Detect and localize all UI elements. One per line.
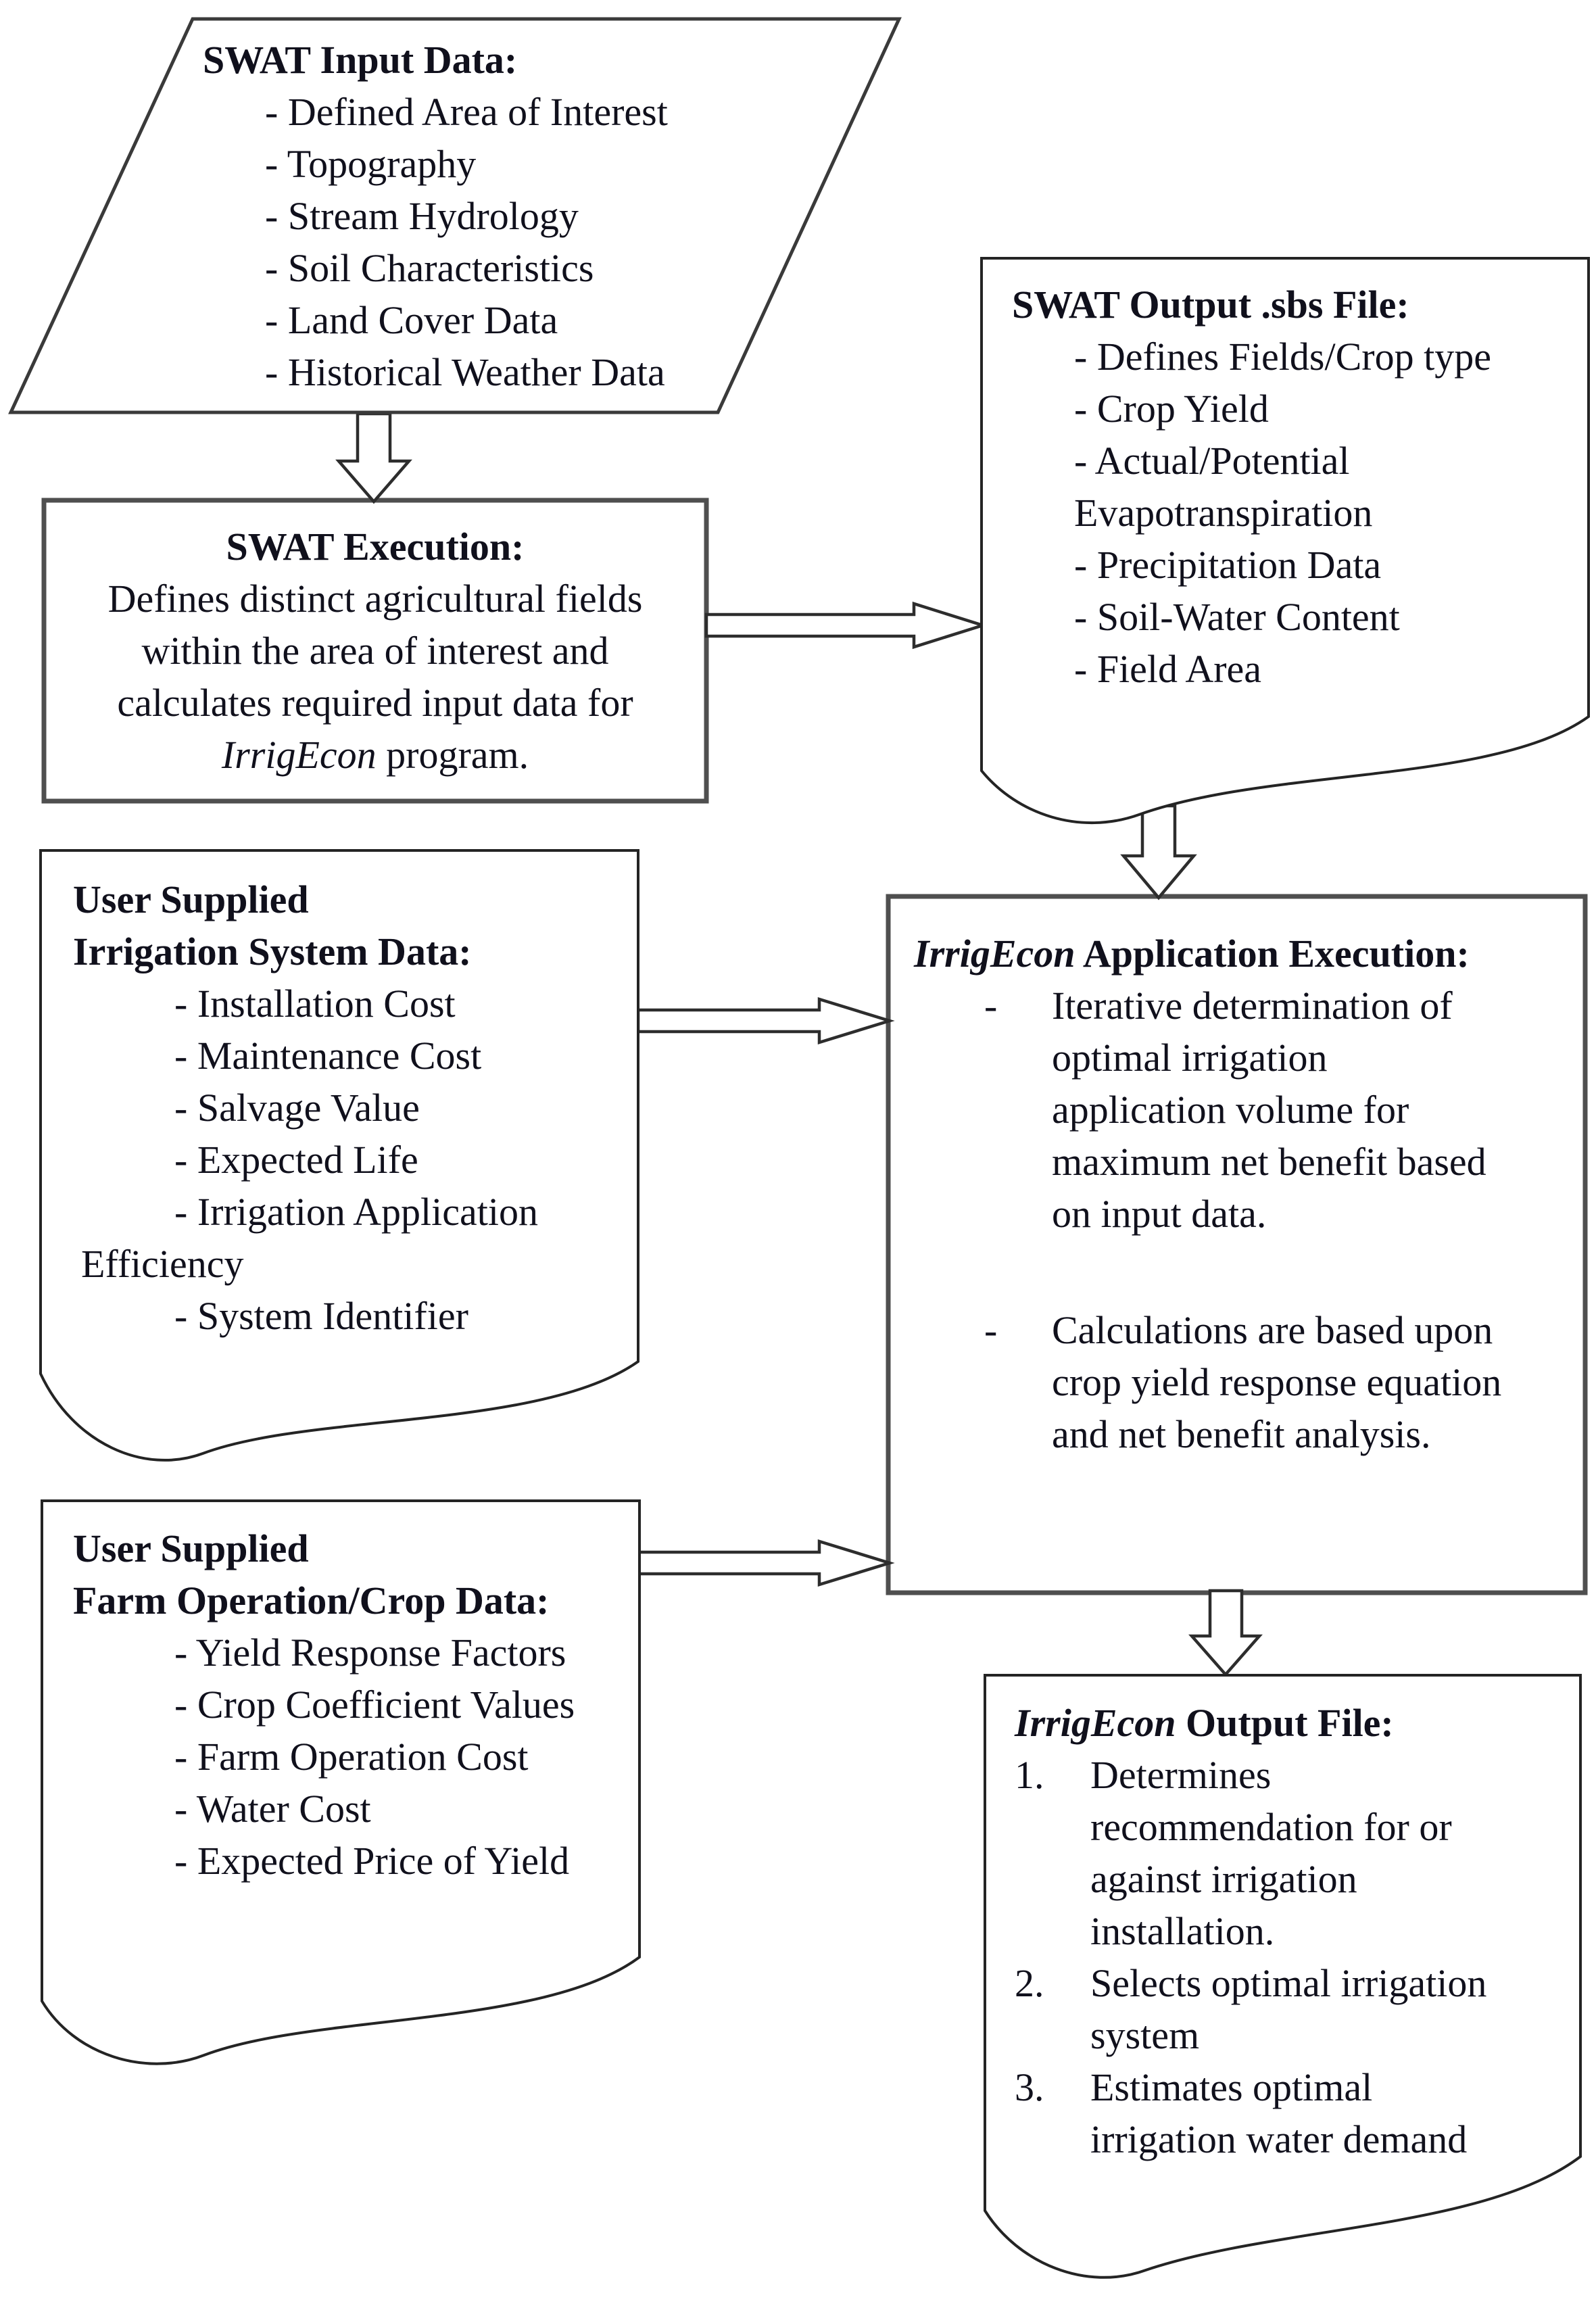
arrow-right-irrigationdata-to-irrigecon-icon: [636, 996, 895, 1045]
list-item: - Irrigation Application: [174, 1190, 538, 1234]
box-title: SWAT Execution:: [226, 525, 525, 569]
numbered-item: 1. Determines recommendation for or agai…: [1015, 1749, 1562, 1957]
list-item: - Actual/Potential: [1074, 439, 1350, 483]
swat-output-document: [980, 257, 1590, 824]
item-line: Estimates optimal: [1090, 2065, 1373, 2109]
swat-input-block: SWAT Input Data: - Defined Area of Inter…: [203, 34, 865, 398]
bullet-item: - Calculations are based upon crop yield…: [914, 1304, 1570, 1460]
list-item: - Maintenance Cost: [174, 1034, 482, 1078]
list-item: - Installation Cost: [174, 982, 456, 1026]
list-item: - Expected Price of Yield: [174, 1839, 570, 1883]
body-line: IrrigEcon program.: [47, 729, 703, 781]
list-item-continuation: Efficiency: [81, 1242, 244, 1286]
item-number: 3.: [1015, 2065, 1044, 2109]
list-item: - Historical Weather Data: [265, 350, 665, 394]
item-line: system: [1090, 2013, 1200, 2057]
list-item: - Soil Characteristics: [265, 246, 594, 290]
box-title: IrrigEcon Output File:: [1015, 1697, 1562, 1749]
body-line-rest: program.: [376, 733, 529, 777]
list-item-continuation: Evapotranspiration: [1074, 491, 1373, 535]
body-line: calculates required input data for: [117, 681, 633, 725]
bullet-line: application volume for: [1052, 1088, 1409, 1132]
list-item: - Salvage Value: [174, 1086, 420, 1130]
list-item: - Crop Coefficient Values: [174, 1683, 575, 1727]
item-line: against irrigation: [1090, 1857, 1357, 1901]
box-title: IrrigEcon Application Execution:: [914, 928, 1570, 980]
item-line: installation.: [1090, 1909, 1275, 1953]
list-item: - Precipitation Data: [1074, 543, 1382, 587]
list-item: - Land Cover Data: [265, 298, 558, 342]
arrow-right-farmdata-to-irrigecon-icon: [635, 1539, 895, 1587]
farm-data-document: [41, 1499, 641, 2065]
bullet-line: on input data.: [1052, 1192, 1267, 1236]
list-item: - Expected Life: [174, 1138, 418, 1182]
box-title: User Supplied: [73, 877, 309, 921]
swat-execution-box: [41, 498, 709, 804]
irrigation-data-block: User Supplied Irrigation System Data: - …: [73, 873, 627, 1342]
item-line: Determines: [1090, 1753, 1272, 1797]
item-line: Selects optimal irrigation: [1090, 1961, 1487, 2005]
body-line: within the area of interest and: [141, 629, 609, 673]
irrigecon-execution-block: IrrigEcon Application Execution: - Itera…: [914, 928, 1570, 1460]
list-item: - System Identifier: [174, 1294, 468, 1338]
irrigation-data-document: [39, 849, 639, 1462]
box-title: SWAT Output .sbs File:: [1012, 283, 1409, 327]
numbered-item: 3. Estimates optimal irrigation water de…: [1015, 2061, 1562, 2165]
program-name: IrrigEcon: [221, 733, 377, 777]
bullet-line: crop yield response equation: [1052, 1360, 1502, 1404]
irrigecon-output-block: IrrigEcon Output File: 1. Determines rec…: [1015, 1697, 1562, 2165]
program-name: IrrigEcon: [1015, 1701, 1176, 1745]
arrow-right-execution-to-output-icon: [704, 601, 988, 650]
irrigecon-output-document: [984, 1674, 1582, 2279]
irrigecon-execution-box: [886, 894, 1588, 1595]
list-item: - Farm Operation Cost: [174, 1735, 529, 1779]
item-number: 2.: [1015, 1961, 1044, 2005]
bullet-dash: -: [984, 1308, 998, 1352]
program-name: IrrigEcon: [914, 932, 1075, 976]
list-item: - Crop Yield: [1074, 387, 1269, 431]
bullet-line: optimal irrigation: [1052, 1036, 1328, 1080]
swat-input-parallelogram: [8, 17, 902, 414]
list-item: - Defines Fields/Crop type: [1074, 335, 1491, 379]
box-title: Irrigation System Data:: [73, 930, 472, 973]
box-title-rest: Output File:: [1176, 1701, 1394, 1745]
item-line: recommendation for or: [1090, 1805, 1452, 1849]
bullet-item: - Iterative determination of optimal irr…: [914, 980, 1570, 1240]
box-title-rest: Application Execution:: [1075, 932, 1470, 976]
box-title: Farm Operation/Crop Data:: [73, 1579, 550, 1622]
box-title: SWAT Input Data:: [203, 38, 518, 82]
arrow-down-input-to-execution-icon: [335, 412, 412, 504]
bullet-line: Iterative determination of: [1052, 984, 1453, 1028]
list-item: - Stream Hydrology: [265, 194, 579, 238]
bullet-line: maximum net benefit based: [1052, 1140, 1486, 1184]
list-item: - Defined Area of Interest: [265, 90, 668, 134]
list-item: - Field Area: [1074, 647, 1262, 691]
bullet-line: Calculations are based upon: [1052, 1308, 1493, 1352]
arrow-down-output-to-irrigecon-icon: [1120, 804, 1197, 900]
body-line: Defines distinct agricultural fields: [107, 577, 643, 621]
list-item: - Topography: [265, 142, 477, 186]
swat-output-block: SWAT Output .sbs File: - Defines Fields/…: [1012, 279, 1573, 695]
item-number: 1.: [1015, 1753, 1044, 1797]
bullet-line: and net benefit analysis.: [1052, 1412, 1431, 1456]
farm-data-block: User Supplied Farm Operation/Crop Data: …: [73, 1522, 627, 1887]
arrow-down-irrigecon-to-outputfile-icon: [1188, 1589, 1263, 1677]
box-title: User Supplied: [73, 1526, 309, 1570]
bullet-dash: -: [984, 984, 998, 1028]
swat-execution-block: SWAT Execution: Defines distinct agricul…: [47, 521, 703, 781]
numbered-item: 2. Selects optimal irrigation system: [1015, 1957, 1562, 2061]
list-item: - Soil-Water Content: [1074, 595, 1400, 639]
list-item: - Water Cost: [174, 1787, 371, 1831]
list-item: - Yield Response Factors: [174, 1631, 566, 1675]
item-line: irrigation water demand: [1090, 2117, 1468, 2161]
